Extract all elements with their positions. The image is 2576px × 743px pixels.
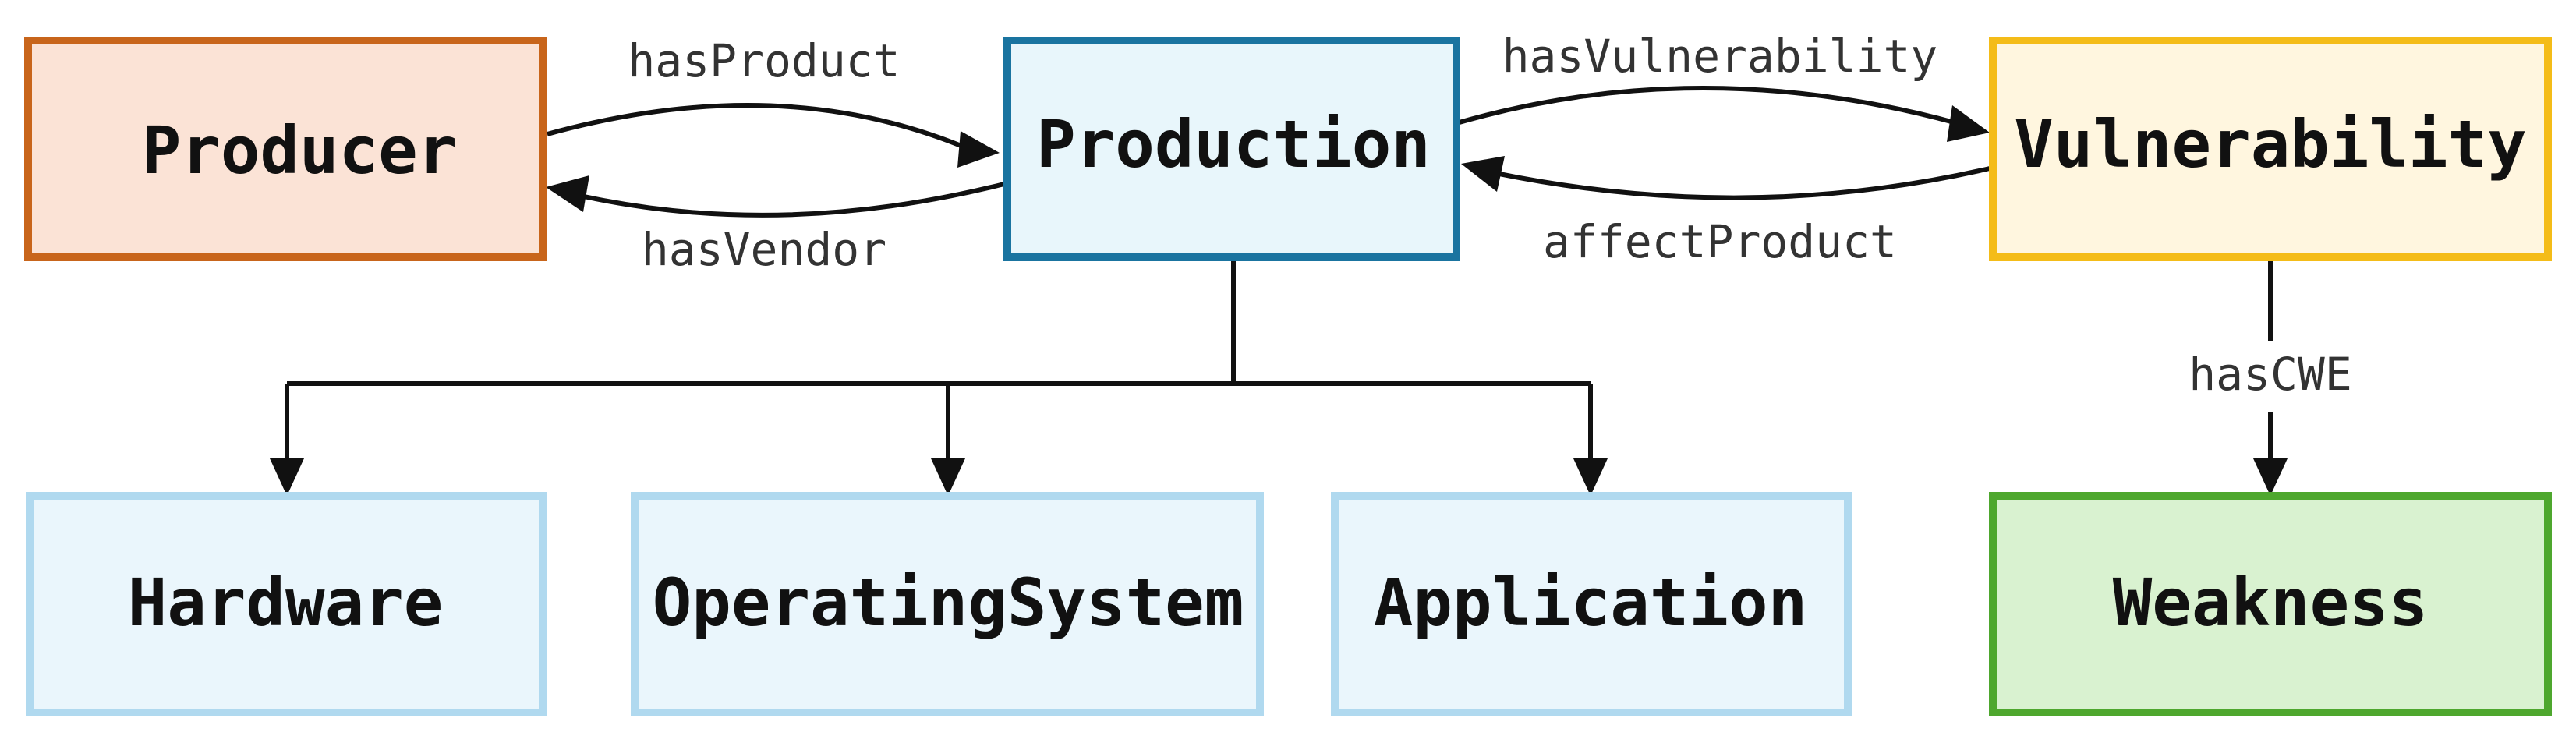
edge-has-vulnerability — [1456, 86, 1958, 126]
edges — [270, 86, 2288, 496]
node-application-border — [1331, 492, 1852, 716]
node-vulnerability-border — [1989, 37, 2552, 261]
node-application-box — [1335, 496, 1848, 713]
node-operating-system-box — [635, 496, 1260, 713]
node-weakness-box — [1993, 496, 2548, 713]
edge-label-has-vulnerability: hasVulnerability — [1502, 30, 1938, 83]
edge-affect-product — [1495, 166, 1990, 200]
edge-label-affect-product: affectProduct — [1543, 215, 1897, 268]
edge-has-vendor — [576, 182, 1005, 218]
edge-labels: hasProduct hasVendor hasVulnerability af… — [628, 30, 2351, 401]
edge-to-hardware-arrowhead — [270, 458, 304, 496]
node-operating-system-label: OperatingSystem — [653, 564, 1244, 641]
node-weakness-label: Weakness — [2113, 564, 2429, 641]
node-production-box — [1007, 41, 1456, 257]
node-producer-box — [28, 41, 543, 257]
node-production-border — [1003, 37, 1460, 261]
edge-to-application-arrowhead — [1573, 458, 1608, 496]
edge-label-has-cwe: hasCWE — [2189, 348, 2352, 401]
node-producer: Producer — [24, 37, 547, 261]
node-producer-label: Producer — [142, 112, 458, 189]
node-operating-system-border — [631, 492, 1264, 716]
node-vulnerability-label: Vulnerability — [2014, 106, 2526, 182]
node-hardware-border — [26, 492, 547, 716]
edge-has-vendor-arrowhead — [546, 175, 589, 212]
node-application-label: Application — [1374, 564, 1807, 641]
node-producer-border — [24, 37, 547, 261]
edge-has-product-arrowhead — [957, 131, 1000, 168]
node-production-label: Production — [1036, 106, 1431, 182]
edge-has-product — [547, 103, 968, 150]
edge-to-operating-system-arrowhead — [931, 458, 965, 496]
edge-has-cwe-arrowhead — [2253, 458, 2288, 496]
edge-affect-product-arrowhead — [1461, 156, 1505, 192]
node-vulnerability: Vulnerability — [1989, 37, 2552, 261]
node-hardware-label: Hardware — [128, 564, 444, 641]
edge-label-has-product: hasProduct — [628, 34, 900, 87]
edge-has-vulnerability-arrowhead — [1947, 105, 1990, 142]
node-weakness-border — [1989, 492, 2552, 716]
node-operating-system: OperatingSystem — [631, 492, 1264, 716]
edge-label-has-vendor: hasVendor — [642, 223, 886, 276]
node-production: Production — [1003, 37, 1460, 261]
node-vulnerability-box — [1993, 41, 2548, 257]
node-weakness: Weakness — [1989, 492, 2552, 716]
node-application: Application — [1331, 492, 1852, 716]
node-hardware: Hardware — [26, 492, 547, 716]
node-hardware-box — [30, 496, 543, 713]
